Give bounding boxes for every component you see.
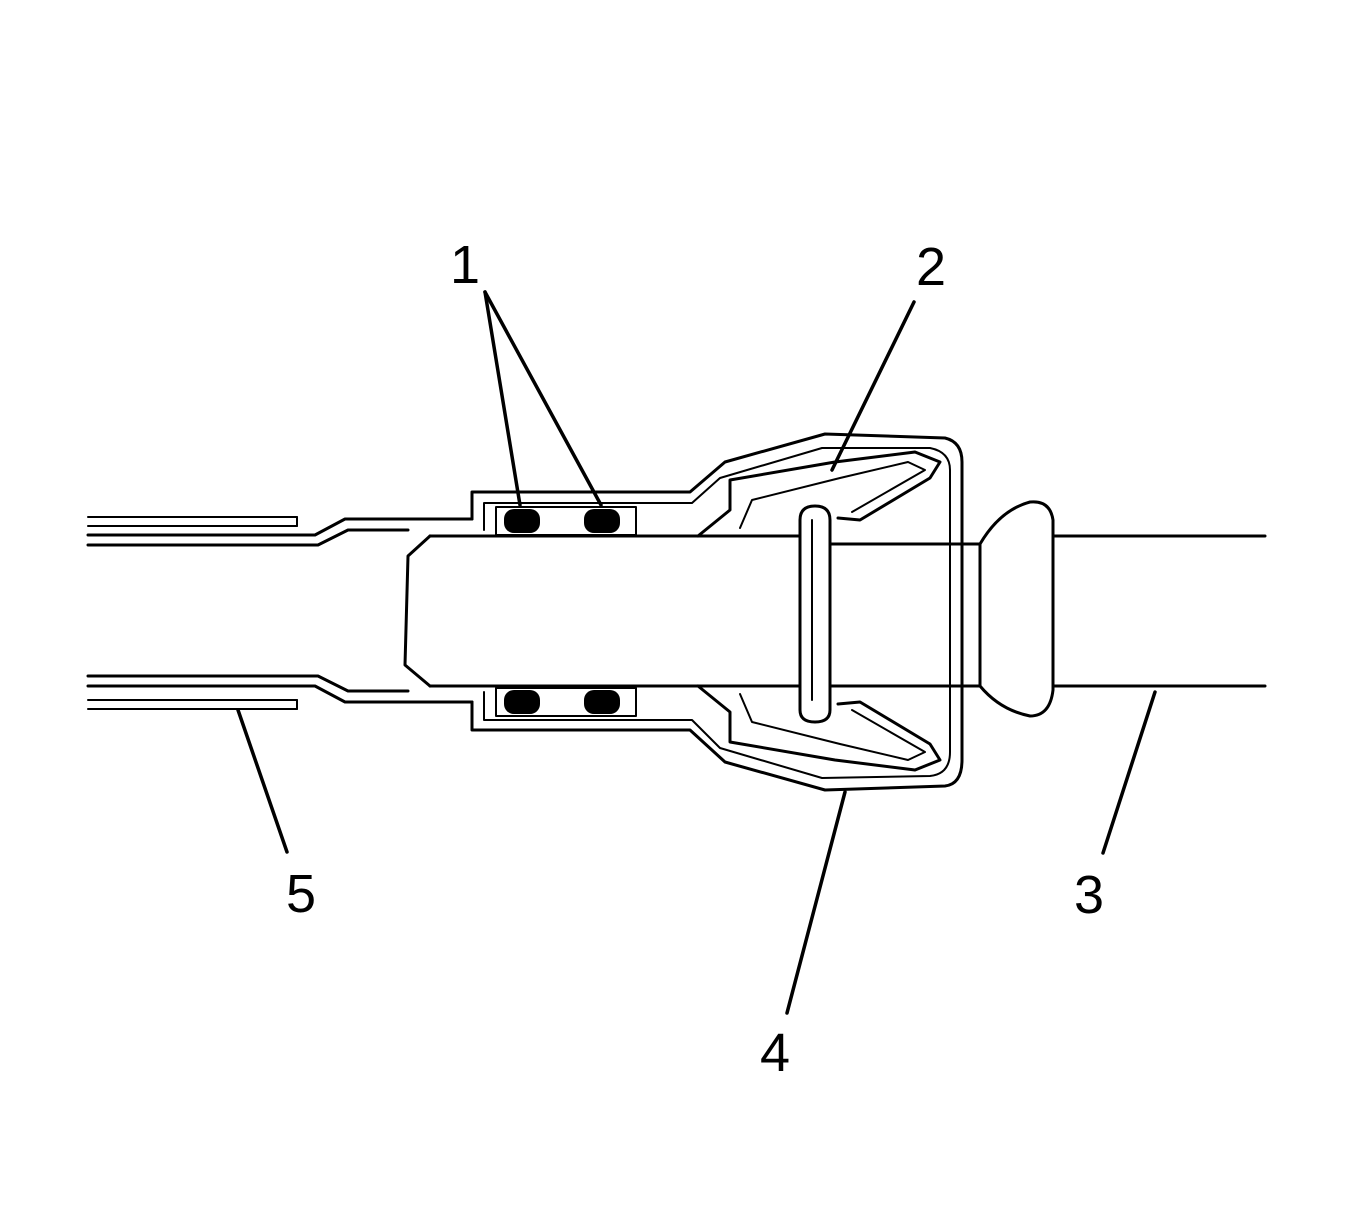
tube-5 [86,516,474,710]
callout-1: 1 [449,235,481,295]
o-rings-1 [495,506,637,717]
callout-5: 5 [285,864,317,924]
tube-3 [403,500,1267,718]
connector-housing-4 [470,432,964,792]
leader-3 [1101,690,1157,855]
leader-5 [236,708,289,854]
callout-3: 3 [1073,865,1105,925]
callout-2: 2 [915,237,947,297]
callout-4: 4 [759,1023,791,1083]
leader-1a [483,290,522,507]
leader-1b [483,290,603,507]
leader-lines [236,290,1157,1015]
leader-4 [785,790,847,1015]
retainer-2 [696,450,942,772]
leader-2 [830,300,916,472]
